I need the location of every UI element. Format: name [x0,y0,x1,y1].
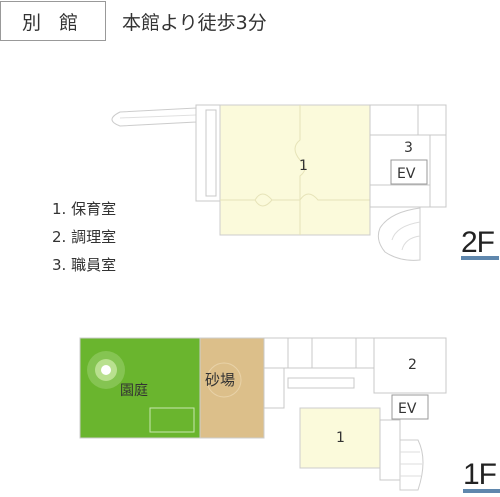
floor1-top-rooms [263,337,375,369]
floor2-shaft [429,134,447,208]
legend-number: 2. [52,228,67,246]
floor1-stairs [399,439,424,491]
floor2-ev-box [390,159,428,185]
floor2-room-pattern [254,199,273,207]
floor2-room-3-label: 3 [404,140,413,156]
floor-1f-bar [463,489,500,493]
garden-area-marker [149,407,195,433]
room-legend: 1. 保育室 2. 調理室 3. 職員室 [52,195,116,279]
floor2-ev-label: EV [397,166,416,182]
floor1-side-room [263,367,285,409]
legend-number: 3. [52,256,67,274]
floor1-ev-box [391,394,429,420]
floor-2f-bar [461,256,499,260]
legend-room-name: 保育室 [71,200,117,218]
floor-2f-label: 2F [461,226,495,259]
floor2-corridor-line [119,114,197,119]
sandbox-circle [206,362,242,398]
floor1-room-2-label: 2 [408,357,417,373]
floor1-shaft [379,419,401,481]
floor2-top-rooms [369,104,447,136]
garden-label: 園庭 [120,382,148,399]
sandbox-label: 砂場 [205,371,235,389]
floor1-plan [79,337,447,491]
floor-1f-label: 1F [463,458,497,491]
floor2-left-inner [205,109,217,197]
access-subtitle: 本館より徒歩3分 [122,12,267,34]
legend-room-name: 調理室 [71,228,117,246]
floor2-room-pattern [294,105,306,235]
floor1-counter [287,377,355,389]
floor2-room-1-label: 1 [299,158,308,174]
legend-room-name: 職員室 [71,256,117,274]
legend-item: 3. 職員室 [52,251,116,279]
building-name-tag: 別 館 [0,1,106,41]
legend-number: 1. [52,200,67,218]
floor1-ev-label: EV [398,401,417,417]
floor2-room-pattern [220,193,370,201]
floor1-sandbox [199,337,265,439]
floor1-room-2-box [373,337,447,394]
legend-item: 1. 保育室 [52,195,116,223]
floor2-plan [111,104,447,261]
tree-icon-center [101,365,111,375]
floor1-stairs-steps [400,451,422,477]
floor1-room-1-label: 1 [336,430,345,446]
floor2-stairs-steps [391,221,421,251]
legend-item: 2. 調理室 [52,223,116,251]
floor2-stairs [377,207,421,261]
floor2-room-1 [219,104,371,236]
floor1-room-1 [299,407,381,469]
